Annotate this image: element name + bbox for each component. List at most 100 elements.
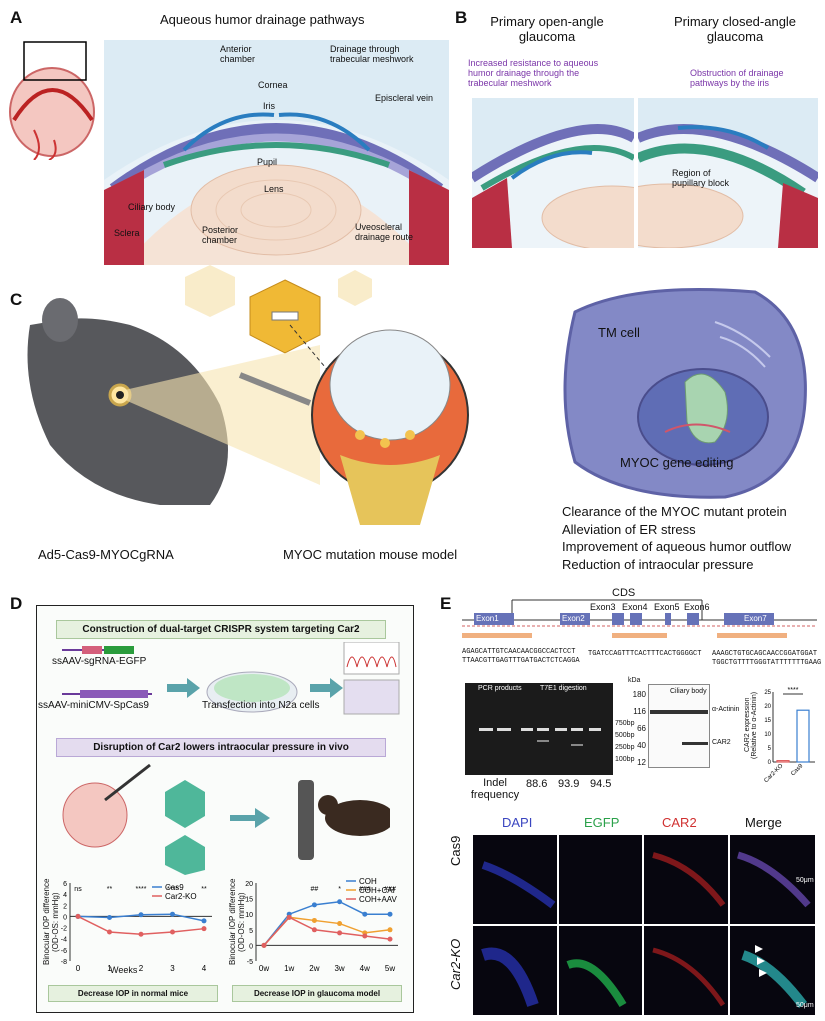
data-point xyxy=(107,929,112,935)
panel-a-title: Aqueous humor drainage pathways xyxy=(160,12,365,27)
outcome-item: Reduction of intraocular pressure xyxy=(562,556,754,572)
x-tick-label: 3 xyxy=(170,964,175,973)
data-point xyxy=(286,914,292,920)
label-iris: Iris xyxy=(263,101,275,111)
label-pupillary-block: Region of pupillary block xyxy=(672,168,730,188)
data-point xyxy=(387,911,393,917)
data-point xyxy=(170,911,175,917)
microscopy-signal xyxy=(473,835,815,1015)
bp-markers: 750bp 500bp 250bp 100bp xyxy=(615,718,634,766)
chart2-ylabel: Binocular IOP difference (OD-OS: mmHg) xyxy=(228,878,246,966)
label-trabecular: Drainage through trabecular meshwork xyxy=(330,44,414,64)
significance-label: * xyxy=(338,886,341,893)
data-point xyxy=(201,918,207,924)
open-angle-note: Increased resistance to aqueous humor dr… xyxy=(468,58,599,88)
exon-label: Exon4 xyxy=(622,602,648,612)
significance-label: **** xyxy=(136,886,147,893)
indel-value: 88.6 xyxy=(526,778,548,790)
exon-label: Exon5 xyxy=(654,602,680,612)
y-tick-label: 0 xyxy=(249,943,253,950)
wb-band-car2 xyxy=(682,742,708,745)
indel-value: 93.9 xyxy=(558,778,580,790)
y-tick-label: 0 xyxy=(63,914,67,921)
crispr-construction-diagram xyxy=(62,642,400,715)
outcome-item: Improvement of aqueous humor outflow xyxy=(562,539,792,554)
x-tick-label: 0w xyxy=(259,964,269,973)
wb-title: Ciliary body xyxy=(670,688,707,695)
y-tick-label: 25 xyxy=(764,690,771,696)
kda-tick: 40 xyxy=(637,741,646,750)
x-tick-label: 0 xyxy=(76,964,81,973)
data-point xyxy=(337,930,343,936)
kda-tick: 12 xyxy=(637,758,646,767)
significance-label: **** xyxy=(788,687,799,694)
gel-bands xyxy=(479,728,601,746)
label-sclera: Sclera xyxy=(114,228,140,238)
y-tick-label: 10 xyxy=(764,732,771,738)
exon-label: Exon1 xyxy=(476,614,499,623)
data-point xyxy=(311,917,317,923)
data-point xyxy=(75,913,81,919)
y-tick-label: 2 xyxy=(63,903,67,910)
x-tick-label: 3w xyxy=(334,964,344,973)
x-tick-label: Car2-KO xyxy=(763,763,784,784)
wb-label: α-Actinin xyxy=(712,706,740,713)
significance-label: ** xyxy=(201,886,207,893)
y-tick-label: 15 xyxy=(245,897,253,904)
y-tick-label: 5 xyxy=(768,746,772,752)
kda-label: kDa xyxy=(628,677,641,684)
mouse-injection-diagram xyxy=(27,265,469,525)
aqueous-humor-diagram xyxy=(104,40,449,265)
y-tick-label: 20 xyxy=(245,881,253,888)
data-point xyxy=(261,942,267,948)
panel-e-label: E xyxy=(440,594,452,613)
tm-cell-diagram xyxy=(563,288,807,499)
panel-a-label: A xyxy=(10,8,23,27)
chart1-xlabel: Weeks xyxy=(110,965,138,975)
exon-label: Exon7 xyxy=(744,614,767,623)
panel-b-label: B xyxy=(455,8,468,27)
mic-col-car2: CAR2 xyxy=(662,815,697,830)
wb-band-actinin xyxy=(650,710,708,714)
bp-marker: 250bp xyxy=(615,744,635,751)
data-point xyxy=(362,911,368,917)
y-tick-label: -2 xyxy=(61,926,67,933)
gel1-title: PCR products xyxy=(478,685,522,692)
legend-label: COH xyxy=(359,877,377,886)
x-tick-label: 1 xyxy=(107,964,112,973)
chart1-footer: Decrease IOP in normal mice xyxy=(48,985,218,1002)
closed-angle-diagram xyxy=(638,98,818,248)
bar xyxy=(796,709,810,763)
wb-label: CAR2 xyxy=(712,739,731,746)
indel-label: Indel frequency xyxy=(470,777,520,801)
y-tick-label: -8 xyxy=(61,959,67,966)
legend-label: Car2-KO xyxy=(165,892,197,901)
model-label: MYOC mutation mouse model xyxy=(283,547,458,562)
y-tick-label: 6 xyxy=(63,881,67,888)
outcome-item: Clearance of the MYOC mutant protein xyxy=(562,504,787,519)
significance-label: ### xyxy=(359,886,371,893)
label-lens: Lens xyxy=(264,184,284,194)
exon-label: Exon3 xyxy=(590,602,616,612)
x-tick-label: 5w xyxy=(385,964,395,973)
significance-label: ## xyxy=(311,886,319,893)
exon-label: Exon6 xyxy=(684,602,710,612)
significance-label: **** xyxy=(167,886,178,893)
y-tick-label: 15 xyxy=(764,718,771,724)
mic-col-egfp: EGFP xyxy=(584,815,620,830)
vector1-label: ssAAV-sgRNA-EGFP xyxy=(52,656,147,667)
y-tick-label: 5 xyxy=(249,928,253,935)
data-point xyxy=(387,936,393,942)
bp-marker: 500bp xyxy=(615,732,635,739)
sequence: TGATCCAGTTTCACTTTCACTGGGGCT xyxy=(588,650,702,658)
scale-bar: 50μm xyxy=(796,877,814,884)
x-tick-label: Cas9 xyxy=(790,763,805,778)
data-point xyxy=(138,912,144,918)
x-tick-label: 1w xyxy=(284,964,294,973)
x-tick-label: 2 xyxy=(139,964,144,973)
y-tick-label: 0 xyxy=(768,760,772,766)
x-tick-label: 4w xyxy=(360,964,370,973)
legend-label: COH+CAI xyxy=(359,886,395,895)
y-tick-label: 4 xyxy=(63,892,67,899)
